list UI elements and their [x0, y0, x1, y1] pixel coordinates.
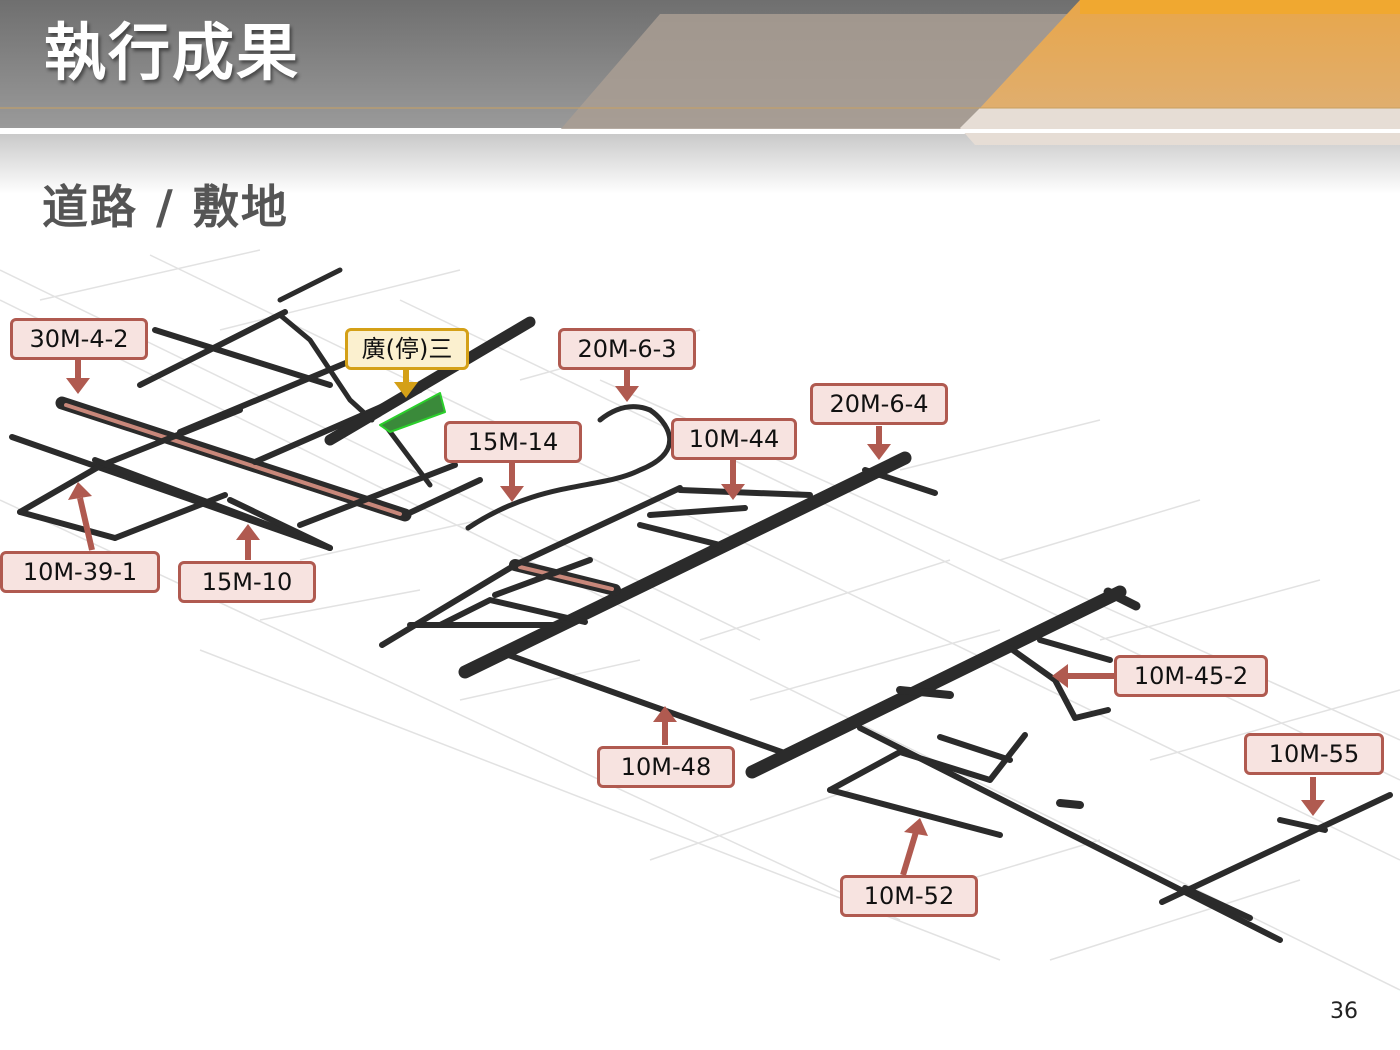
label-15m-10: 15M-10 — [178, 561, 316, 603]
arrow-30m-4-2 — [66, 360, 90, 394]
arrow-plaza-parking-3 — [394, 370, 418, 398]
arrow-15m-10 — [236, 524, 260, 560]
arrow-15m-14 — [500, 462, 524, 502]
background-parcel-lines — [0, 249, 1400, 991]
label-10m-39-1: 10M-39-1 — [0, 551, 160, 593]
page-number: 36 — [1330, 999, 1358, 1024]
callout-arrows — [66, 360, 1325, 876]
header-banner — [0, 0, 1400, 194]
arrow-10m-55 — [1301, 777, 1325, 816]
arrow-20m-6-4 — [867, 426, 891, 460]
label-10m-55: 10M-55 — [1244, 733, 1384, 775]
label-10m-45-2: 10M-45-2 — [1114, 655, 1268, 697]
arrow-10m-44 — [721, 460, 745, 500]
label-10m-48: 10M-48 — [597, 746, 735, 788]
arrow-10m-45-2 — [1052, 664, 1114, 688]
slide-subtitle: 道路 / 敷地 — [42, 180, 289, 234]
road-network-map — [0, 249, 1400, 991]
label-15m-14: 15M-14 — [444, 421, 582, 463]
arrow-10m-48 — [653, 706, 677, 745]
label-30m-4-2: 30M-4-2 — [10, 318, 148, 360]
arrow-20m-6-3 — [615, 370, 639, 402]
label-10m-52: 10M-52 — [840, 875, 978, 917]
roads — [9, 267, 1393, 943]
label-20m-6-3: 20M-6-3 — [558, 328, 696, 370]
slide-title: 執行成果 — [44, 16, 301, 89]
label-20m-6-4: 20M-6-4 — [810, 383, 948, 425]
label-10m-44: 10M-44 — [671, 418, 797, 460]
label-plaza-parking-3: 廣(停)三 — [345, 328, 469, 370]
arrow-10m-39-1 — [68, 482, 95, 551]
arrow-10m-52 — [900, 818, 928, 876]
